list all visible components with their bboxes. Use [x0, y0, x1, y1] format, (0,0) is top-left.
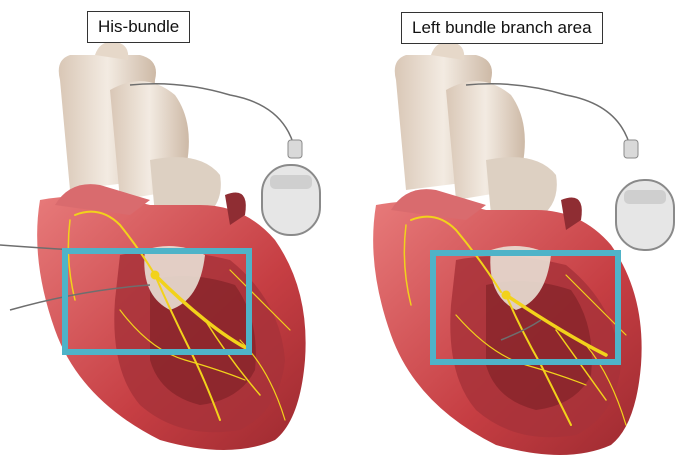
heart-body: [373, 189, 641, 455]
pacemaker-device: [262, 140, 320, 235]
panel-title-left-bundle-branch: Left bundle branch area: [401, 12, 603, 44]
heart-illustration-his: [0, 0, 340, 475]
panel-his-bundle: His-bundle: [0, 0, 340, 475]
pacemaker-device: [616, 140, 674, 250]
panel-title-his-bundle: His-bundle: [87, 11, 190, 43]
panel-left-bundle-branch: Left bundle branch area: [341, 0, 681, 475]
heart-illustration-lbb: [341, 0, 681, 475]
heart-body: [37, 184, 305, 450]
